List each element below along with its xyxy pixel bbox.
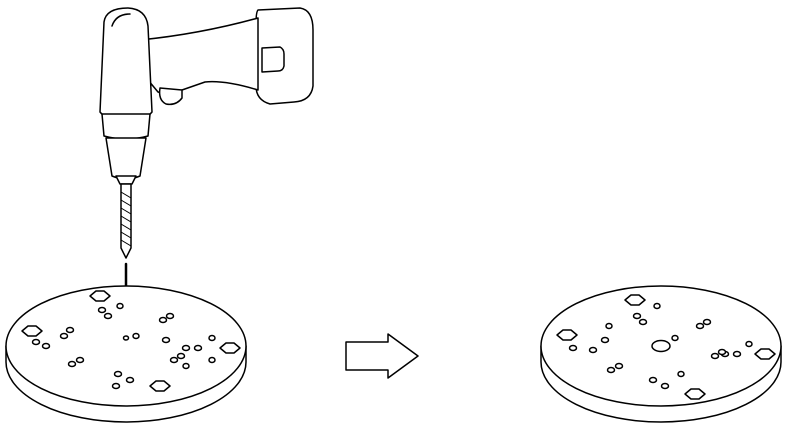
slot-hole bbox=[695, 318, 712, 330]
round-hole bbox=[182, 362, 190, 370]
drill-chuck-nose bbox=[115, 175, 137, 185]
drill-bit bbox=[120, 183, 132, 259]
round-hole bbox=[181, 344, 191, 352]
hex-hole bbox=[556, 329, 578, 341]
drill-grip bbox=[139, 17, 259, 95]
round-hole bbox=[31, 338, 41, 346]
round-hole bbox=[193, 344, 203, 352]
slot-hole bbox=[169, 352, 186, 364]
slot-hole bbox=[710, 348, 727, 360]
round-hole bbox=[97, 306, 107, 314]
drill-battery-clip bbox=[261, 46, 285, 73]
mounting-plate-before bbox=[5, 285, 247, 423]
round-hole bbox=[103, 312, 113, 320]
slot-hole bbox=[606, 362, 624, 374]
round-hole bbox=[632, 312, 642, 320]
round-hole bbox=[208, 334, 216, 342]
round-hole bbox=[65, 326, 75, 334]
round-hole bbox=[653, 302, 661, 310]
round-hole bbox=[113, 370, 123, 378]
round-hole bbox=[161, 336, 171, 344]
round-hole bbox=[600, 336, 610, 344]
drill-body bbox=[99, 7, 153, 121]
drill-body-shade bbox=[111, 13, 131, 27]
round-hole bbox=[125, 376, 135, 384]
hex-hole bbox=[149, 380, 171, 392]
hex-hole bbox=[684, 388, 706, 400]
round-hole bbox=[111, 382, 121, 390]
mounting-plate-after bbox=[540, 285, 782, 423]
round-hole bbox=[677, 370, 685, 378]
hex-hole bbox=[219, 342, 241, 354]
drill-trigger bbox=[158, 87, 183, 106]
round-hole bbox=[605, 322, 613, 330]
round-hole bbox=[732, 350, 742, 358]
round-hole bbox=[745, 340, 753, 348]
round-hole bbox=[116, 302, 124, 310]
slot-hole bbox=[158, 312, 175, 324]
drilled-center-hole bbox=[651, 339, 671, 353]
plate-top bbox=[5, 285, 247, 407]
hex-hole bbox=[624, 294, 646, 306]
drill-bit-flutes bbox=[120, 191, 132, 247]
round-hole bbox=[41, 342, 51, 350]
round-hole bbox=[132, 332, 140, 340]
round-hole bbox=[638, 318, 648, 326]
round-hole bbox=[568, 344, 578, 352]
slot-hole bbox=[67, 356, 85, 368]
pilot-hole bbox=[122, 335, 130, 341]
round-hole bbox=[660, 382, 670, 390]
process-arrow-icon bbox=[345, 333, 419, 379]
round-hole bbox=[588, 346, 598, 354]
round-hole bbox=[648, 376, 658, 384]
hex-hole bbox=[754, 348, 776, 360]
drill-chuck bbox=[105, 137, 147, 180]
drill-chuck-collar bbox=[101, 113, 151, 140]
round-hole bbox=[59, 332, 69, 340]
drill-icon bbox=[99, 7, 314, 259]
hex-hole bbox=[89, 290, 111, 302]
hex-hole bbox=[21, 325, 43, 337]
round-hole bbox=[671, 334, 679, 342]
round-hole bbox=[208, 356, 216, 364]
